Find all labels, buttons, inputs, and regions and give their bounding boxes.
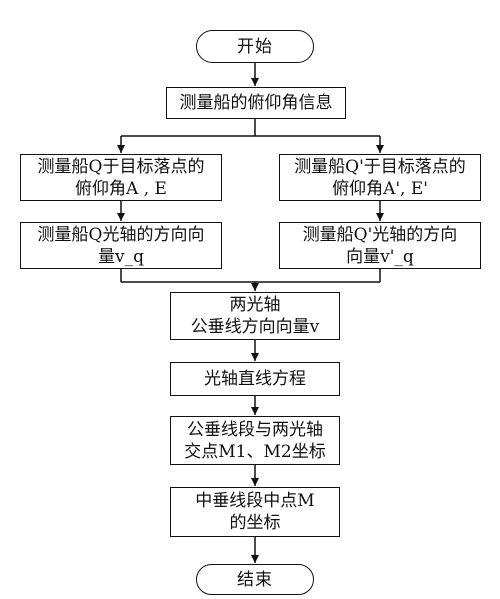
start-terminal: 开始 xyxy=(196,30,314,63)
left-vector-line1: 测量船Q光轴的方向向 xyxy=(37,224,205,245)
left-vector-box: 测量船Q光轴的方向向 量v_q xyxy=(20,222,222,269)
right-vector-line1: 测量船Q'光轴的方向 xyxy=(302,224,458,245)
right-vector-box: 测量船Q'光轴的方向 向量v'_q xyxy=(279,222,481,269)
right-vector-line2: 向量v'_q xyxy=(346,246,414,267)
end-terminal: 结束 xyxy=(196,564,314,595)
left-angle-line2: 俯仰角A , E xyxy=(75,178,167,199)
midpoint-line1: 中垂线段中点M xyxy=(195,491,315,511)
common-line2: 公垂线方向向量v xyxy=(190,317,320,337)
midpoint-line2: 的坐标 xyxy=(229,513,281,533)
end-label: 结束 xyxy=(237,569,273,590)
equation-label: 光轴直线方程 xyxy=(204,369,306,389)
midpoint-box: 中垂线段中点M 的坐标 xyxy=(170,487,340,537)
left-vector-line2: 量v_q xyxy=(98,246,144,267)
info-label: 测量船的俯仰角信息 xyxy=(179,93,333,113)
common-perpendicular-box: 两光轴 公垂线方向向量v xyxy=(170,292,340,340)
right-angle-box: 测量船Q'于目标落点的 俯仰角A', E' xyxy=(279,154,481,201)
equation-box: 光轴直线方程 xyxy=(170,362,340,396)
left-angle-line1: 测量船Q于目标落点的 xyxy=(37,156,205,177)
right-angle-line1: 测量船Q'于目标落点的 xyxy=(294,156,466,177)
start-label: 开始 xyxy=(237,36,273,57)
left-angle-box: 测量船Q于目标落点的 俯仰角A , E xyxy=(20,154,222,201)
common-line1: 两光轴 xyxy=(229,295,281,315)
intersect-line2: 交点M1、M2坐标 xyxy=(184,441,326,462)
right-angle-line2: 俯仰角A', E' xyxy=(332,178,428,199)
intersection-box: 公垂线段与两光轴 交点M1、M2坐标 xyxy=(170,416,340,465)
info-box: 测量船的俯仰角信息 xyxy=(166,87,346,119)
intersect-line1: 公垂线段与两光轴 xyxy=(187,419,323,440)
